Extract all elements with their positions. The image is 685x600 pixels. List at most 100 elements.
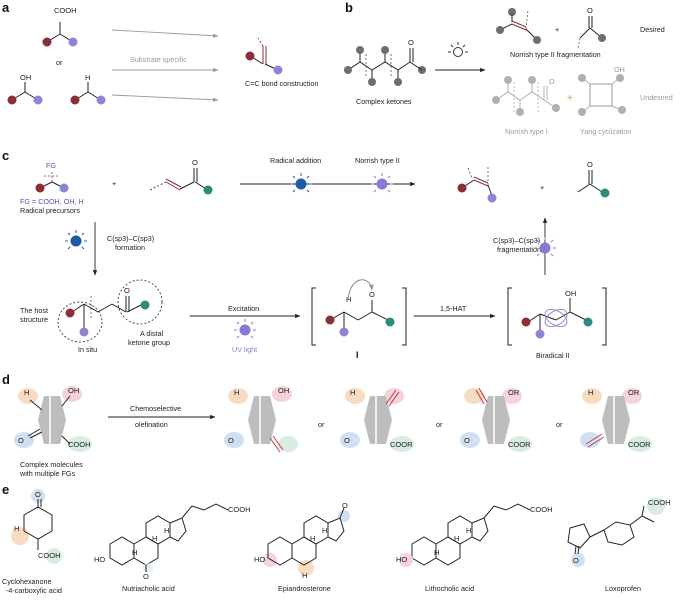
svg-text:or: or: [556, 420, 563, 429]
panel-e: e O H COOH Cyclohexanone -4-carboxylic a…: [2, 482, 671, 595]
desired-tag: Desired: [640, 25, 665, 34]
panel-e-label: e: [2, 482, 9, 497]
fragmentation-line-2: fragmentation: [497, 245, 541, 254]
biradical-label: Biradical II: [536, 351, 570, 360]
panel-d: d H OH O COOH Complex molecules with mul…: [2, 372, 652, 478]
oh-label: OH: [20, 73, 31, 82]
uv-light-icon: [370, 172, 394, 193]
panel-b-label: b: [345, 0, 353, 15]
undesired-tag: Undesired: [640, 93, 673, 102]
compound-loxoprofen: O COOH: [567, 497, 671, 567]
radical-precursors-caption: Radical precursors: [20, 206, 80, 215]
svg-text:O: O: [408, 38, 414, 47]
svg-text:COOH: COOH: [530, 505, 553, 514]
excitation-label: Excitation: [228, 304, 259, 313]
panel-c-label: c: [2, 148, 9, 163]
panel-b: b O Complex ketones: [344, 0, 673, 136]
norrish-type-ii-label: Norrish type II: [355, 156, 400, 165]
svg-text:O: O: [464, 436, 470, 445]
biradical-II: OH: [507, 287, 607, 346]
olefination-product-4: H OR COOR: [580, 388, 652, 452]
formation-line-1: C(sp3)–C(sp3): [107, 234, 154, 243]
fragmentation-line-1: C(sp3)–C(sp3): [493, 236, 540, 245]
caption-line-1: Complex molecules: [20, 460, 83, 469]
compound-epiandrosterone: O HO H H H: [254, 501, 350, 580]
compound-nutriacholic: COOH O HO H H H: [94, 503, 251, 581]
svg-text:OH: OH: [565, 289, 576, 298]
svg-text:OR: OR: [628, 388, 640, 397]
svg-text:H: H: [322, 526, 327, 535]
svg-text:OH: OH: [68, 386, 79, 395]
svg-text:COOH: COOH: [68, 440, 91, 449]
radical-addition-label: Radical addition: [270, 156, 321, 165]
svg-text:or: or: [318, 420, 325, 429]
arrow-acid: [111, 29, 219, 38]
svg-text:OH: OH: [278, 386, 289, 395]
svg-text:COOH: COOH: [228, 505, 251, 514]
distal-line-1: A distal: [140, 329, 164, 338]
light-bulb-icon: [448, 42, 468, 57]
svg-text:H: H: [24, 388, 29, 397]
panel-d-label: d: [2, 372, 10, 387]
distal-line-2: ketone group: [128, 338, 170, 347]
svg-text:O: O: [549, 77, 555, 86]
svg-text:O: O: [369, 290, 375, 299]
red-substituent: [42, 37, 52, 47]
alkene-product: [245, 37, 283, 75]
final-alkene: [457, 166, 497, 203]
svg-text:or: or: [436, 420, 443, 429]
host-structure: O: [57, 279, 163, 343]
olefination-product-2: H O COOR: [340, 388, 414, 452]
svg-text:H: H: [466, 526, 471, 535]
svg-text:H: H: [164, 526, 169, 535]
olefination-product-3: OR O COOR: [460, 387, 532, 452]
svg-text:O: O: [344, 436, 350, 445]
olefination-product-1: H OH O: [224, 386, 298, 453]
substrate-acid: COOH: [42, 6, 78, 47]
complex-ketone: O: [344, 38, 426, 86]
caption-line-2: with multiple FGs: [19, 469, 76, 478]
blue-light-icon-2: [64, 229, 88, 250]
in-situ-label: In situ: [78, 345, 97, 354]
desired-ketone: O: [577, 6, 606, 49]
h-label: H: [85, 73, 90, 82]
svg-text:O: O: [143, 572, 149, 581]
blue-light-icon: [289, 172, 313, 193]
svg-text:COOH: COOH: [38, 551, 61, 560]
host-line-1: The host: [20, 306, 48, 315]
svg-text:COOH: COOH: [648, 498, 671, 507]
radical-precursor: FG: [35, 161, 69, 193]
panel-c: c FG FG = COOH, OH, H Radical precursors…: [2, 148, 610, 360]
svg-text:COOR: COOR: [390, 440, 413, 449]
desired-alkene: [496, 8, 541, 44]
cooh-label: COOH: [54, 6, 77, 15]
norrish-i-product: O: [492, 76, 560, 116]
panel-a-label: a: [2, 0, 10, 15]
intermediate-I-label: I: [356, 350, 359, 360]
substrate-specific-label: Substrate specific: [130, 55, 187, 64]
svg-text:H: H: [152, 534, 157, 543]
svg-text:H: H: [310, 534, 315, 543]
svg-text:+: +: [567, 93, 573, 104]
fg-label: FG: [46, 161, 56, 170]
uv-light-icon-3: [233, 318, 257, 339]
svg-text:O: O: [228, 436, 234, 445]
svg-text:O: O: [18, 436, 24, 445]
formation-line-2: formation: [115, 243, 145, 252]
intermediate-I: H O: [311, 279, 407, 346]
cc-bond-caption: C=C bond construction: [245, 79, 318, 88]
svg-text:O: O: [587, 160, 593, 169]
svg-text:H: H: [454, 534, 459, 543]
svg-text:HO: HO: [254, 555, 265, 564]
svg-text:COOR: COOR: [508, 440, 531, 449]
norrish-i-caption: Norrish type I: [505, 127, 548, 136]
svg-text:H: H: [132, 548, 137, 557]
hat-label: 1,5-HAT: [440, 304, 467, 313]
olefination-line-2: olefination: [135, 420, 168, 429]
svg-text:O: O: [342, 501, 348, 510]
compound-1-name-2: -4-carboxylic acid: [6, 586, 62, 595]
complex-molecule-start: H OH O COOH: [14, 386, 92, 452]
compound-3-name: Epiandrosterone: [278, 584, 331, 593]
compound-lithocholic: COOH HO H H H: [396, 503, 553, 567]
